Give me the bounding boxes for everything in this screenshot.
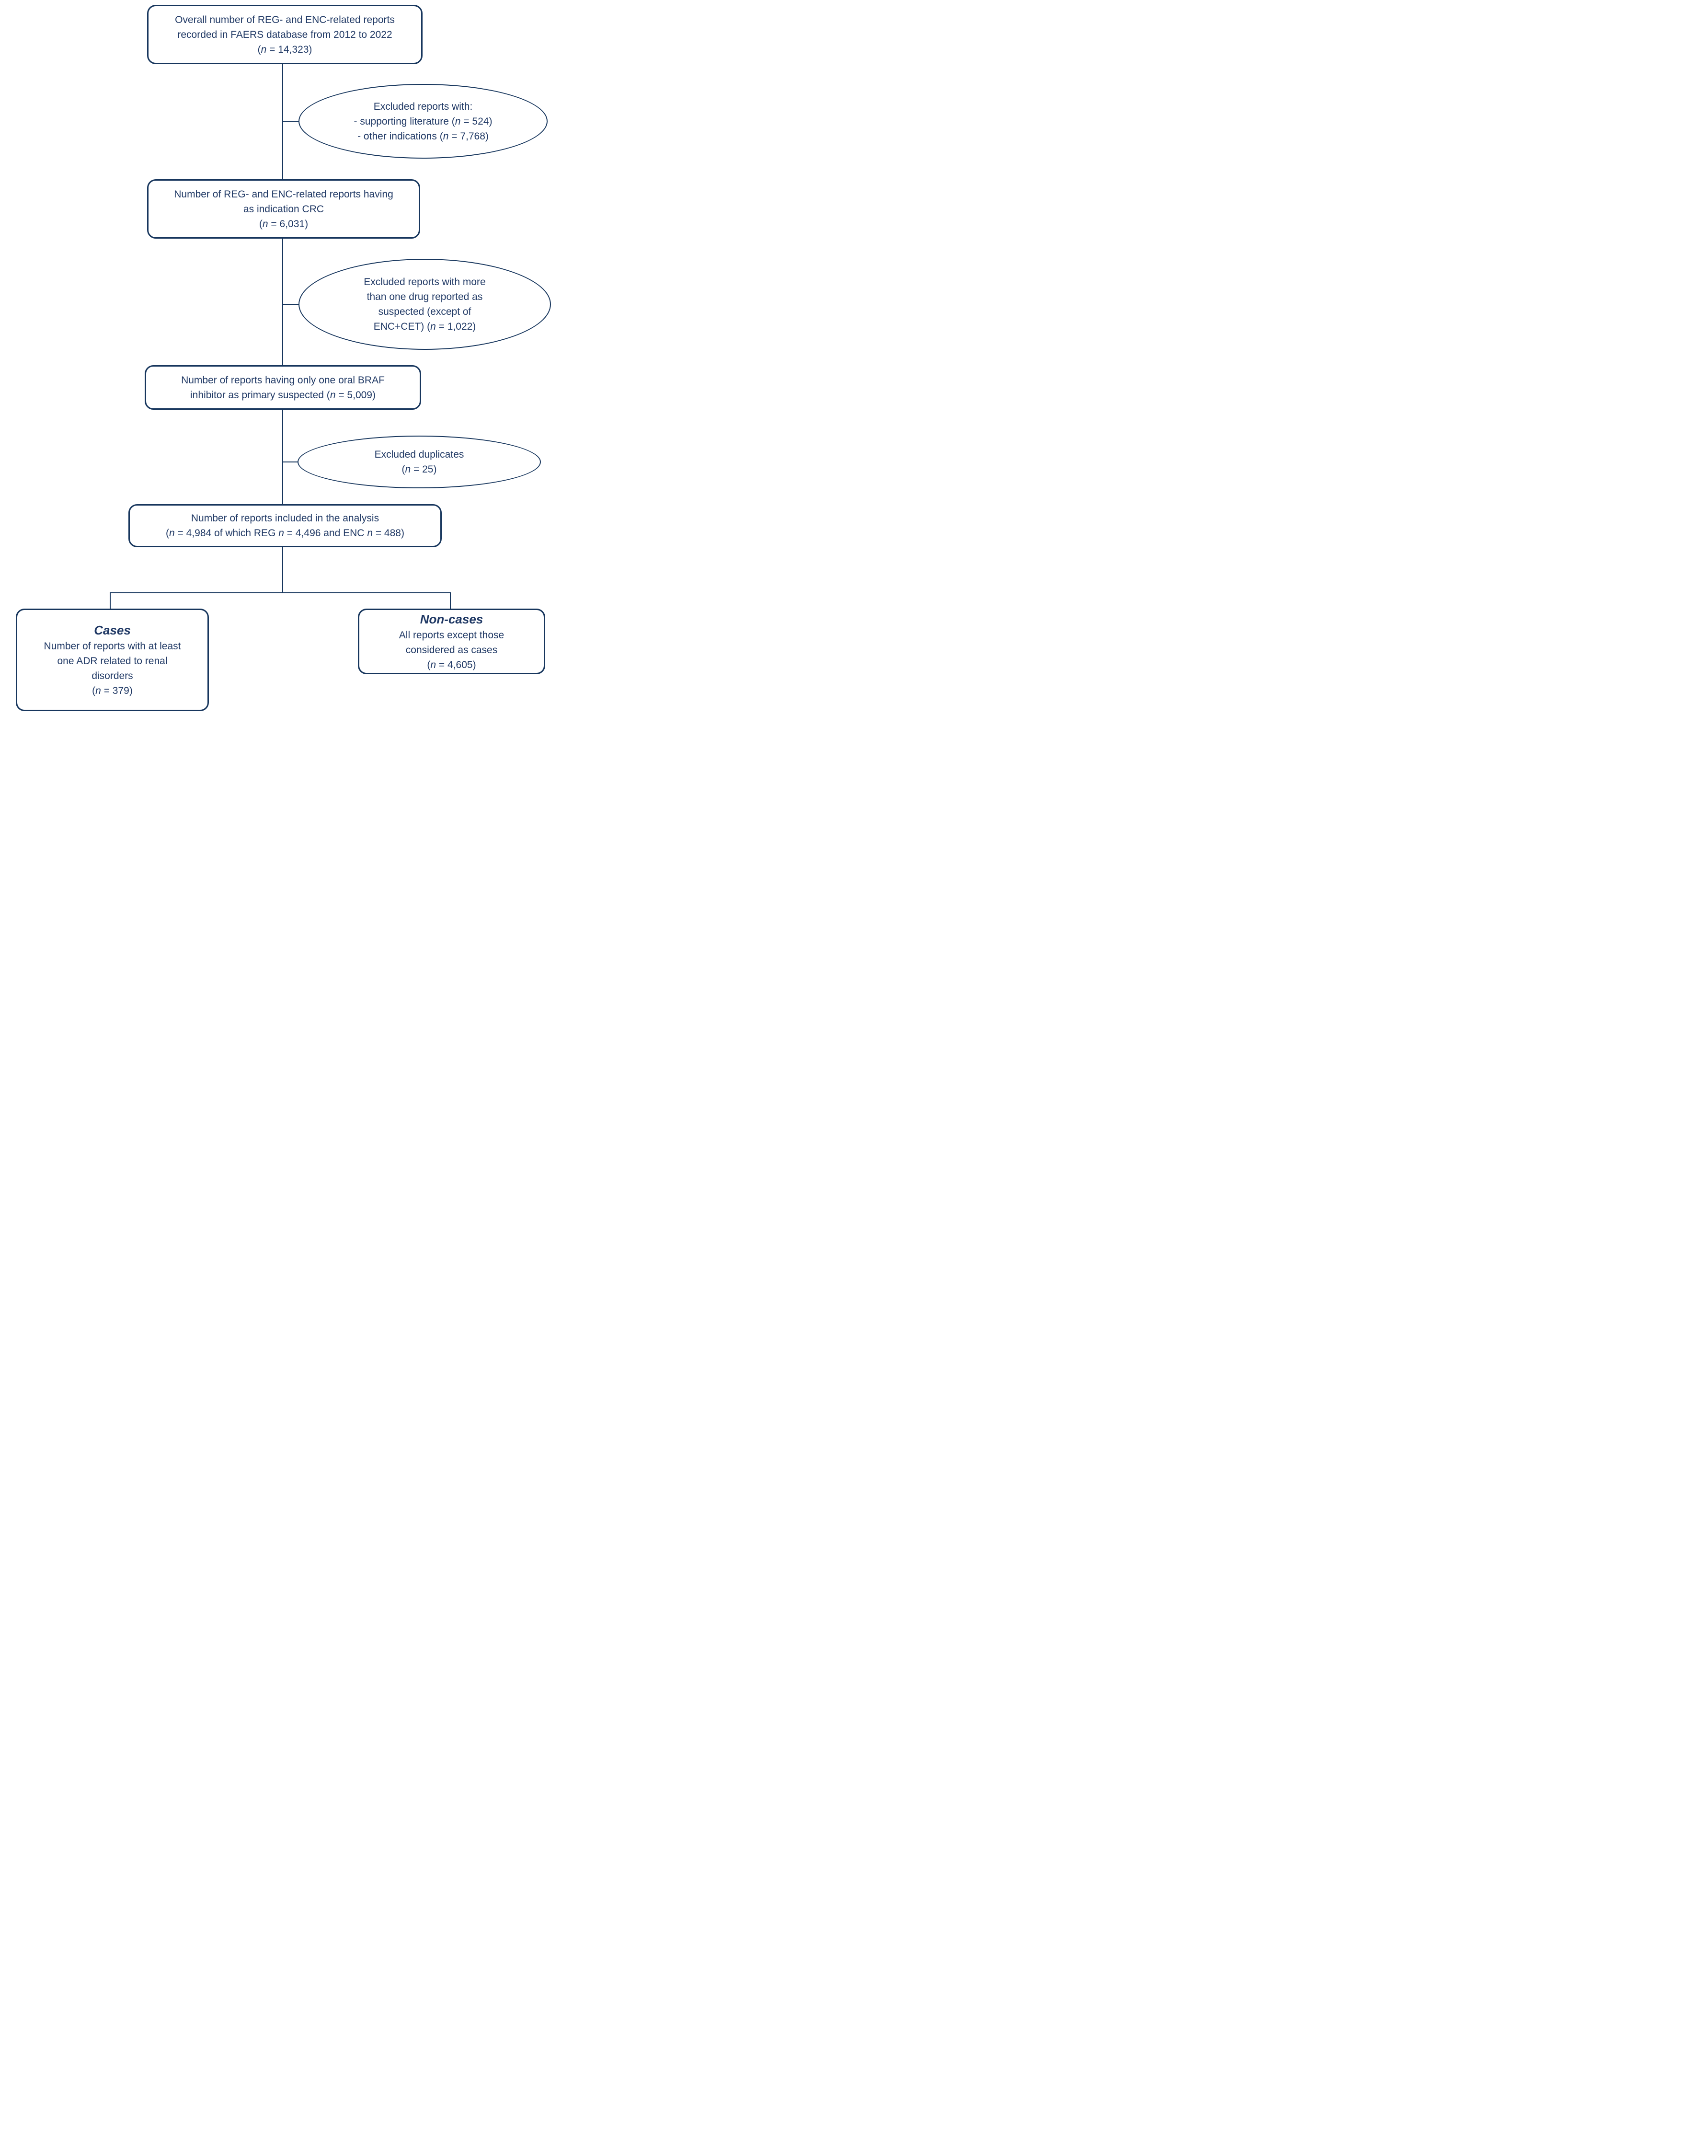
connector-branch-right [450, 592, 451, 610]
flow-box-crc-indication: Number of REG- and ENC-related reports h… [147, 179, 420, 239]
text-line: Number of reports with at least [44, 641, 181, 652]
text-line: All reports except those [399, 630, 504, 641]
text-line: Number of reports having only one oral B… [181, 374, 385, 386]
flow-box-single-braf-inhibitor: Number of reports having only one oral B… [145, 365, 421, 410]
text-line: Excluded reports with more [364, 277, 486, 288]
text-line: suspected (except of [378, 306, 471, 317]
text-line: Excluded reports with: [373, 101, 473, 112]
text-line: recorded in FAERS database from 2012 to … [177, 29, 392, 40]
connector-branch-left [110, 592, 111, 610]
text-line: one ADR related to renal [57, 656, 168, 667]
text-line: Excluded duplicates [374, 449, 464, 460]
connector-stub-2 [282, 304, 299, 305]
connector-main-1 [282, 64, 283, 179]
text-line: considered as cases [405, 645, 498, 656]
exclusion-ellipse-duplicates: Excluded duplicates (n = 25) [298, 436, 541, 488]
text-line: (n = 4,984 of which REG n = 4,496 and EN… [166, 528, 404, 539]
exclusion-ellipse-multiple-suspect-drugs: Excluded reports with more than one drug… [298, 259, 551, 350]
text-line: Overall number of REG- and ENC-related r… [175, 14, 395, 25]
text-line: Number of reports included in the analys… [191, 513, 379, 524]
flow-box-included-analysis: Number of reports included in the analys… [128, 504, 442, 547]
text-line: - other indications (n = 7,768) [357, 130, 489, 142]
text-line: disorders [92, 670, 133, 681]
connector-main-3 [282, 410, 283, 504]
text-line: than one drug reported as [367, 291, 483, 302]
connector-stub-1 [282, 121, 299, 122]
cases-title: Cases [94, 623, 131, 637]
text-line: (n = 379) [92, 685, 133, 696]
text-line: (n = 4,605) [427, 659, 476, 670]
text-line: Number of REG- and ENC-related reports h… [174, 188, 393, 200]
connector-main-4 [282, 547, 283, 593]
text-line: (n = 25) [401, 464, 437, 475]
exclusion-ellipse-literature-indications: Excluded reports with: - supporting lite… [298, 84, 548, 159]
text-line: (n = 6,031) [259, 218, 309, 230]
text-line: ENC+CET) (n = 1,022) [373, 321, 476, 332]
connector-stub-3 [282, 461, 298, 462]
text-line: - supporting literature (n = 524) [354, 115, 493, 127]
text-line: (n = 14,323) [257, 44, 312, 55]
non-cases-title: Non-cases [420, 612, 483, 626]
flow-box-non-cases: Non-cases All reports except those consi… [358, 609, 545, 674]
flow-box-overall-reports: Overall number of REG- and ENC-related r… [147, 5, 423, 64]
flow-box-cases: Cases Number of reports with at least on… [16, 609, 209, 711]
text-line: as indication CRC [243, 203, 324, 215]
connector-main-2 [282, 239, 283, 365]
flowchart-canvas: Overall number of REG- and ENC-related r… [0, 0, 569, 719]
connector-branch-horizontal [110, 592, 451, 593]
text-line: inhibitor as primary suspected (n = 5,00… [190, 389, 376, 401]
